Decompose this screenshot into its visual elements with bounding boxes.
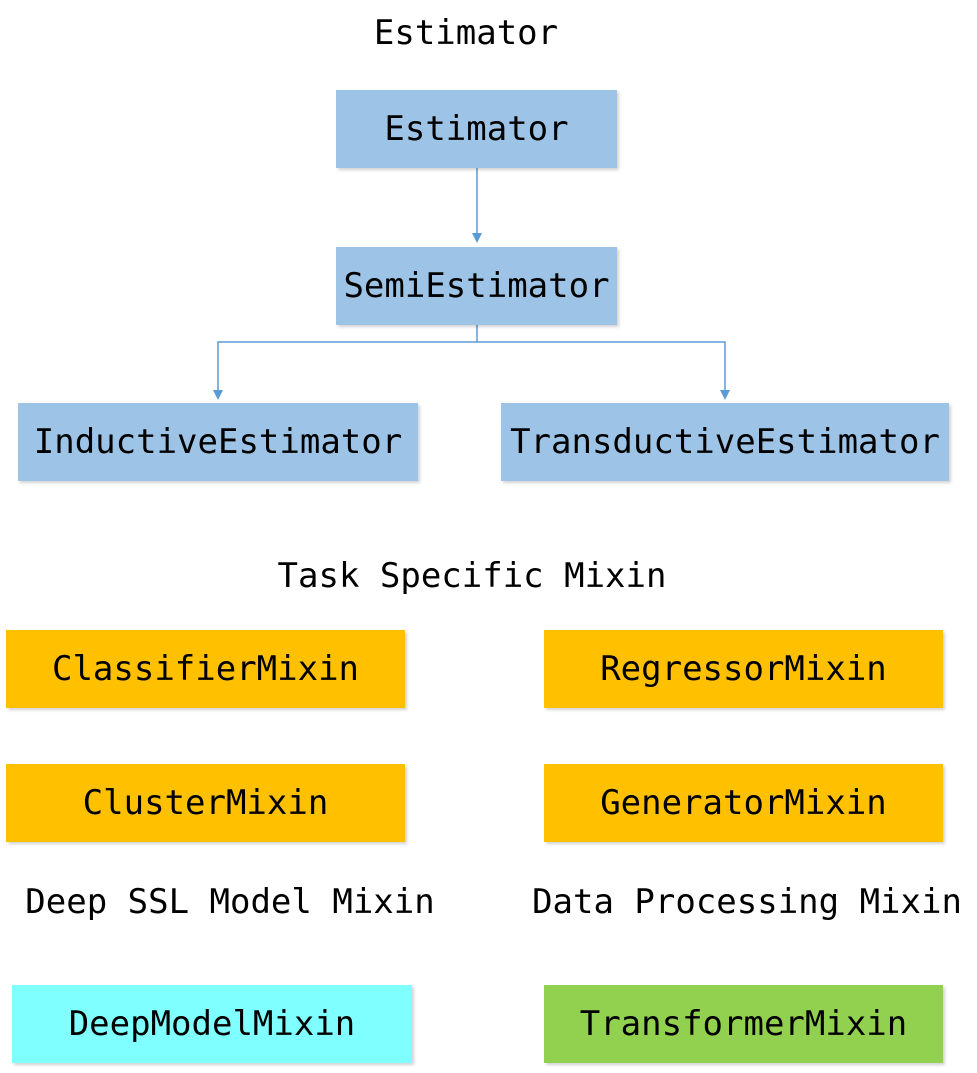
semi-estimator-node-label: SemiEstimator xyxy=(343,266,610,306)
estimator-heading: Estimator xyxy=(373,13,559,53)
estimator-node: Estimator xyxy=(336,90,617,168)
estimator-node-label: Estimator xyxy=(384,109,569,149)
transductive-estimator-node-label: TransductiveEstimator xyxy=(510,422,940,462)
generator-mixin-node: GeneratorMixin xyxy=(544,764,943,842)
classifier-mixin-node: ClassifierMixin xyxy=(6,630,405,708)
inductive-estimator-node: InductiveEstimator xyxy=(18,403,418,481)
transductive-estimator-node: TransductiveEstimator xyxy=(501,403,949,481)
semi-estimator-node: SemiEstimator xyxy=(336,247,617,325)
deep-model-mixin-node-label: DeepModelMixin xyxy=(68,1004,356,1044)
deep-ssl-model-mixin-heading: Deep SSL Model Mixin xyxy=(25,882,435,922)
transformer-mixin-node: TransformerMixin xyxy=(544,985,943,1063)
edge-semi-to-transductive xyxy=(477,341,730,400)
edge-semi-to-inductive xyxy=(213,325,478,400)
regressor-mixin-node-label: RegressorMixin xyxy=(600,649,887,689)
deep-model-mixin-node: DeepModelMixin xyxy=(12,985,412,1063)
inductive-estimator-node-label: InductiveEstimator xyxy=(33,422,403,462)
regressor-mixin-node: RegressorMixin xyxy=(544,630,943,708)
data-processing-mixin-heading: Data Processing Mixin xyxy=(532,882,962,922)
classifier-mixin-node-label: ClassifierMixin xyxy=(51,649,360,689)
task-specific-mixin-heading: Task Specific Mixin xyxy=(277,556,667,596)
cluster-mixin-node-label: ClusterMixin xyxy=(82,783,329,823)
generator-mixin-node-label: GeneratorMixin xyxy=(600,783,887,823)
cluster-mixin-node: ClusterMixin xyxy=(6,764,405,842)
transformer-mixin-node-label: TransformerMixin xyxy=(579,1004,908,1044)
